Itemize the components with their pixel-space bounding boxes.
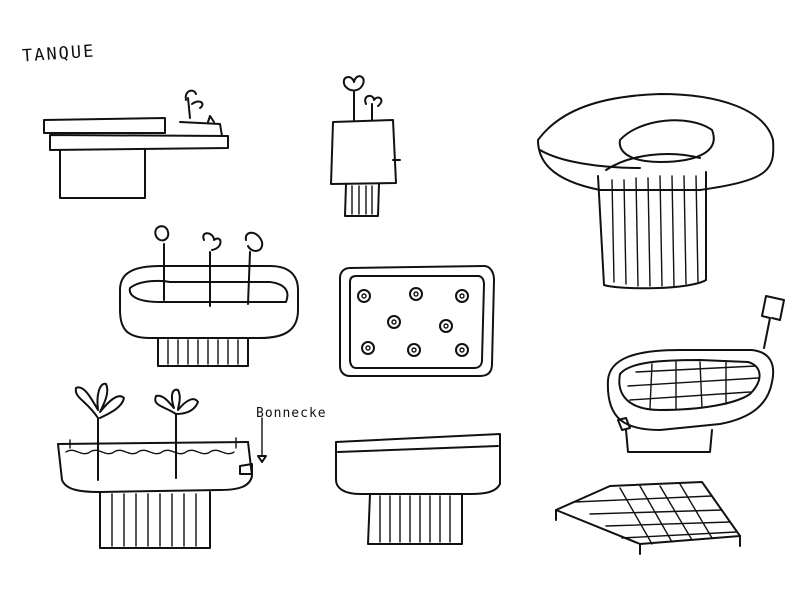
tank-large-lid-over-cylinder — [537, 93, 775, 290]
tank-grid-panel — [555, 481, 741, 555]
tank-water-level-with-plants — [57, 382, 267, 549]
tank-basin-on-base — [335, 433, 501, 545]
tank-basin-with-seedlings — [119, 225, 299, 367]
tank-pot-with-seedlings — [330, 75, 401, 217]
tank-top-view-with-holes — [339, 265, 495, 377]
valve-note: Bonnecke — [256, 406, 327, 421]
tank-basin-with-grid — [606, 295, 785, 453]
tank-low-trough — [43, 89, 229, 199]
